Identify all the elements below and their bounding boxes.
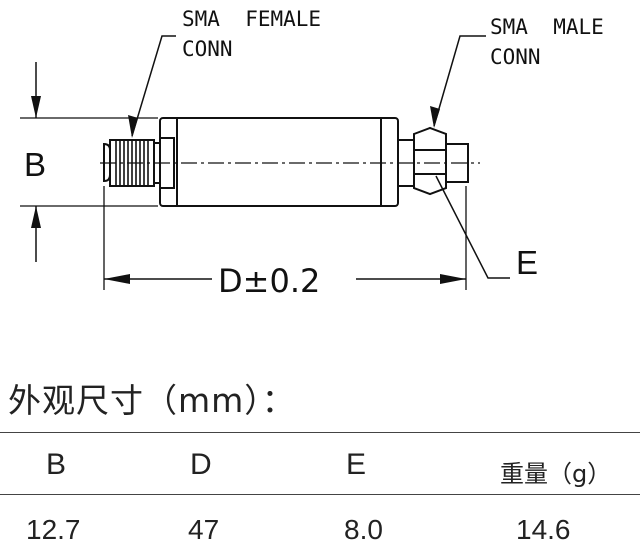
dimension-d-label: D±0.2 <box>218 262 320 300</box>
attenuator-outline-drawing: SMA FEMALE CONN SMA MALE CONN B D±0.2 E <box>20 7 604 300</box>
cell-b-value: 12.7 <box>26 514 81 545</box>
column-header-weight: 重量（g） <box>500 460 612 488</box>
table-header-rule <box>0 494 640 495</box>
sma-male-label-line2: CONN <box>490 45 541 69</box>
table-top-rule <box>0 432 640 433</box>
attenuator-body <box>159 117 399 207</box>
column-header-b: B <box>46 448 67 481</box>
sma-female-label-line2: CONN <box>182 37 233 61</box>
column-header-d: D <box>190 448 212 481</box>
cell-e-value: 8.0 <box>344 514 383 545</box>
dimension-e-label: E <box>516 244 538 281</box>
leader-lines <box>131 35 510 279</box>
sma-male-label-line1: SMA MALE <box>490 15 604 39</box>
sma-male-connector <box>397 126 469 196</box>
cell-weight-value: 14.6 <box>516 514 571 545</box>
column-header-e: E <box>346 448 367 481</box>
sma-female-label-line1: SMA FEMALE <box>182 7 321 31</box>
dimension-b-label: B <box>24 146 46 183</box>
cell-d-value: 47 <box>188 514 220 545</box>
arrowheads <box>31 96 466 284</box>
section-heading: 外观尺寸（mm）： <box>8 381 296 420</box>
